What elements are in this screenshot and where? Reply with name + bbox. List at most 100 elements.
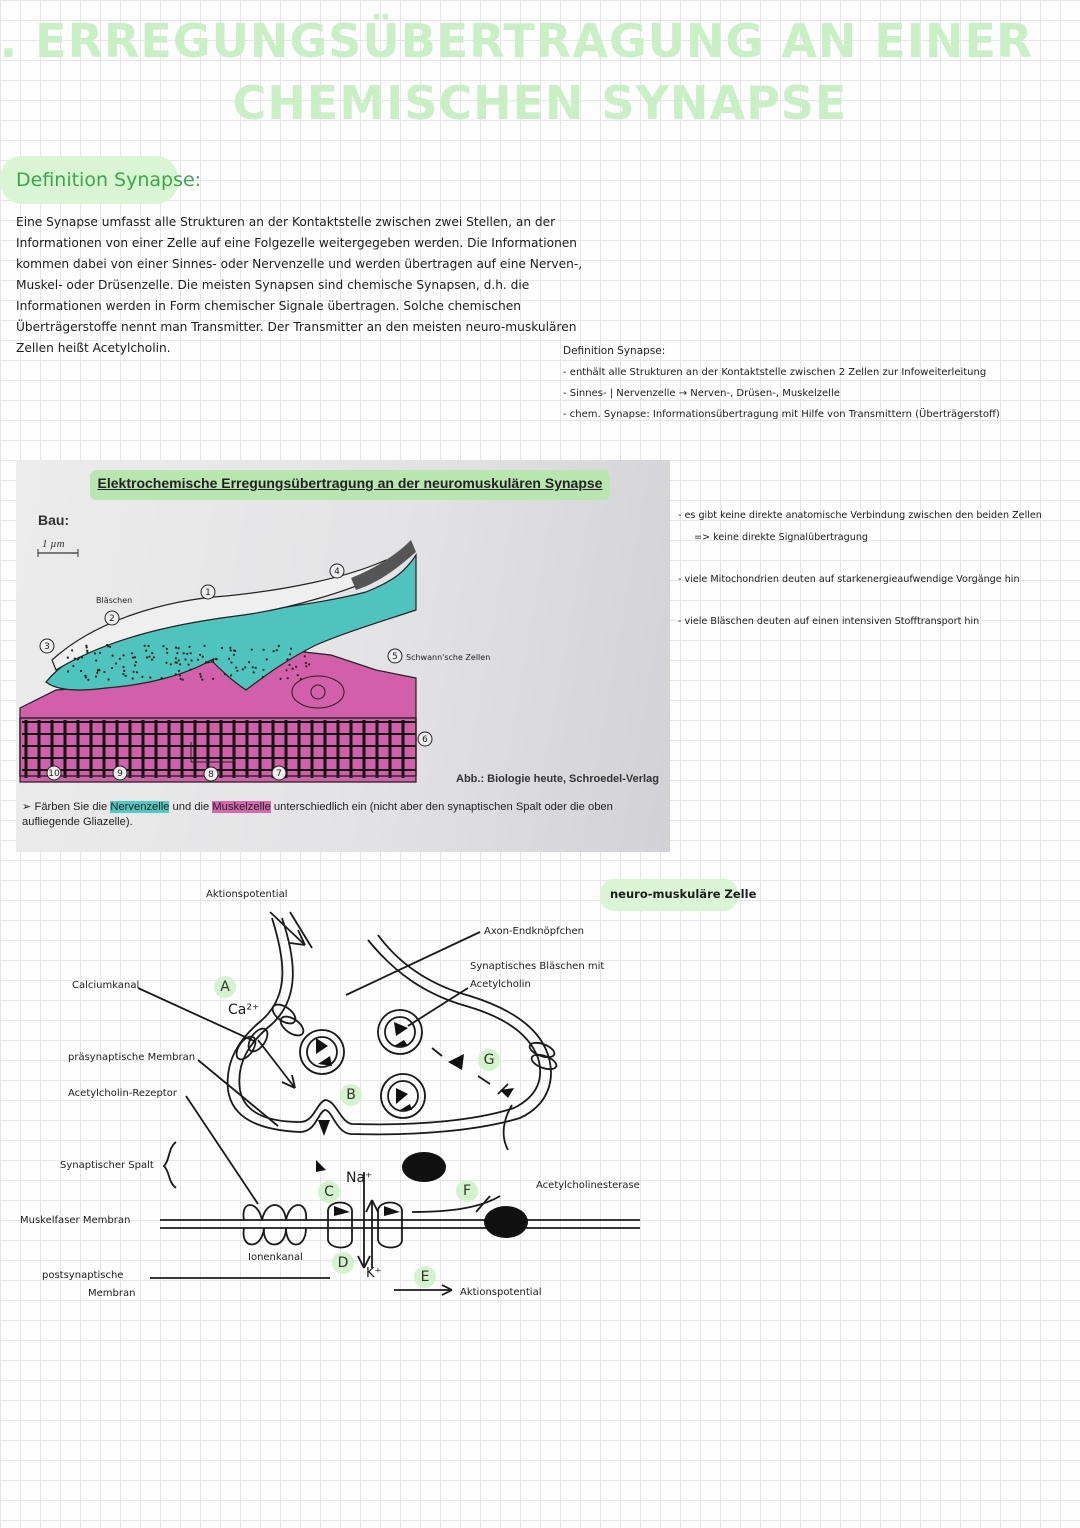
vesicle-dot xyxy=(199,675,203,678)
vesicle-dot xyxy=(187,663,190,666)
vesicle-dot xyxy=(136,671,139,674)
vesicle-dot xyxy=(86,651,89,654)
side-definition: Definition Synapse: - enthält alle Struk… xyxy=(563,341,1063,425)
vesicle-dot xyxy=(77,656,80,659)
vesicle-dot xyxy=(149,676,152,679)
definition-paragraph: Eine Synapse umfasst alle Strukturen an … xyxy=(16,215,583,355)
vesicle-dot xyxy=(189,668,192,671)
synapse-figure-photo: Elektrochemische Erregungsübertragung an… xyxy=(16,460,670,852)
vesicle-dot xyxy=(174,673,177,676)
vesicle-dot xyxy=(93,652,96,655)
label-blaeschen-1: Synaptisches Bläschen mit xyxy=(470,961,605,972)
vesicle-dot xyxy=(181,678,184,681)
vesicle-dot xyxy=(244,666,247,669)
vesicle-dot xyxy=(73,657,76,660)
vesicle-dot xyxy=(165,661,168,664)
vesicle-dot xyxy=(122,673,125,676)
side-definition-heading: Definition Synapse: xyxy=(563,345,666,357)
label-postsyn-2: Membran xyxy=(88,1288,136,1299)
figure-number: 5 xyxy=(392,652,398,662)
step-bubble-d: D xyxy=(332,1252,354,1274)
vesicle-dot xyxy=(289,653,292,656)
vesicle-dot xyxy=(288,663,291,666)
label-spalt: Synaptischer Spalt xyxy=(60,1160,154,1171)
vesicle-dot xyxy=(212,677,215,680)
side-definition-item: - chem. Synapse: Informationsübertragung… xyxy=(563,409,1000,420)
vesicle-dot xyxy=(87,678,90,681)
vesicle-dot xyxy=(248,661,251,664)
vesicle-dot xyxy=(86,649,89,652)
vesicle-dot xyxy=(162,645,165,648)
vesicle-dot xyxy=(235,666,238,669)
label-axon: Axon-Endknöpfchen xyxy=(484,926,584,937)
page-title-line1: 3. ERREGUNGSÜBERTRAGUNG AN EINER xyxy=(0,14,1034,68)
vesicle-dot xyxy=(179,674,182,677)
diagram-heading: neuro-muskuläre Zelle xyxy=(610,887,757,901)
vesicle-dot xyxy=(296,674,299,677)
vesicle-dot xyxy=(67,670,70,673)
figure-number: 10 xyxy=(48,769,60,779)
vesicle-dot xyxy=(114,662,118,665)
label-na: Na⁺ xyxy=(346,1170,373,1186)
vesicle-dot xyxy=(285,669,288,672)
vesicle-dot xyxy=(175,646,178,649)
vesicle-dot xyxy=(286,677,289,680)
vesicle-dot xyxy=(107,678,110,681)
vesicle-dot xyxy=(182,652,185,655)
vesicle-dot xyxy=(229,649,232,652)
vesicle-dot xyxy=(103,670,106,674)
task-text: und die xyxy=(169,801,213,813)
vesicle-dot xyxy=(130,652,134,655)
page-title-line2: CHEMISCHEN SYNAPSE xyxy=(232,76,848,130)
vesicle-dot xyxy=(275,649,278,652)
vesicle-dot xyxy=(131,677,134,680)
task-text: Färben Sie die xyxy=(34,801,111,813)
vesicle-dot xyxy=(220,646,224,650)
vesicle-dot xyxy=(132,670,135,673)
vesicle-dot xyxy=(201,655,204,658)
figure-number: 6 xyxy=(422,735,428,745)
vesicle-dot xyxy=(133,656,137,659)
vesicle-dot xyxy=(122,654,125,657)
label-calcium: Calciumkanal xyxy=(72,980,140,991)
vesicle-dot xyxy=(211,660,214,663)
vesicle-dot xyxy=(179,677,182,680)
vesicle-dot xyxy=(85,646,88,649)
vesicle-dot xyxy=(252,671,255,674)
label-blaeschen-2: Acetylcholin xyxy=(470,979,531,990)
figure-label-blaeschen: Bläschen xyxy=(96,596,132,605)
vesicle-dot xyxy=(123,669,126,672)
label-muskelfaser: Muskelfaser Membran xyxy=(20,1215,131,1226)
vesicle-dot xyxy=(236,669,239,672)
vesicle-dot xyxy=(186,652,189,655)
step-bubble-c: C xyxy=(318,1181,340,1203)
vesicle-dot xyxy=(80,669,83,673)
vesicle-dot xyxy=(261,675,264,679)
vesicle-dot xyxy=(111,654,114,657)
label-postsyn-1: postsynaptische xyxy=(42,1270,124,1281)
label-aktionspotential-top: Aktionspotential xyxy=(206,889,288,900)
figure-label-schwann: Schwann'sche Zellen xyxy=(406,653,490,662)
definition-highlight xyxy=(0,156,178,204)
figure-number: 9 xyxy=(117,769,123,779)
vesicle-dot xyxy=(95,675,98,678)
vesicle-dot xyxy=(232,653,236,656)
vesicle-dot xyxy=(291,667,294,670)
vesicle-dot xyxy=(66,656,69,659)
vesicle-dot xyxy=(201,678,204,681)
figure-title-highlight xyxy=(90,470,610,500)
figure-number: 1 xyxy=(205,588,211,598)
vesicle-dot xyxy=(228,657,231,660)
diagram-heading-highlight xyxy=(600,879,738,911)
vesicle-dot xyxy=(241,668,244,671)
figure-number: 7 xyxy=(276,769,282,779)
vesicle-dot xyxy=(98,651,102,654)
vesicle-dot xyxy=(203,644,206,647)
vesicle-dot xyxy=(189,652,192,655)
label-aktionspotential-bottom: Aktionspotential xyxy=(460,1287,542,1298)
vesicle-dot xyxy=(250,648,253,651)
figure-title: Elektrochemische Erregungsübertragung an… xyxy=(97,475,603,491)
vesicle-dot xyxy=(145,649,148,652)
vesicle-dot xyxy=(184,658,187,661)
figure-credit: Abb.: Biologie heute, Schroedel-Verlag xyxy=(456,773,659,785)
